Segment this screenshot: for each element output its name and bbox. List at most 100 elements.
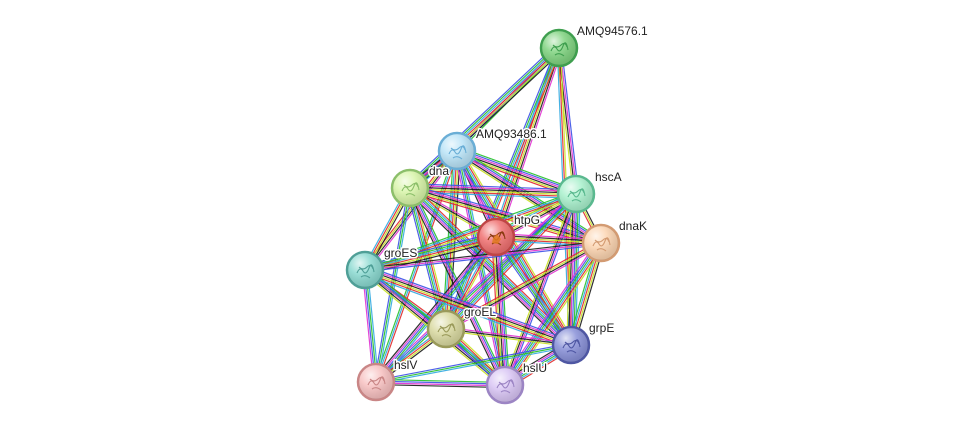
edge-evidence-line (364, 242, 602, 271)
node-hslV[interactable] (356, 362, 396, 402)
protein-structure-icon (496, 379, 515, 394)
edge-grpE-hslV (375, 342, 572, 385)
node-dnaK[interactable] (581, 223, 621, 263)
node-label: grpE (589, 321, 614, 335)
node-label-halo: dnaK (619, 219, 647, 233)
node-label-halo: dna (429, 164, 449, 178)
edge-evidence-line (502, 192, 575, 385)
nodes-layer (345, 28, 621, 405)
edge-evidence-line (557, 48, 576, 195)
protein-structure-icon (437, 323, 456, 338)
node-label: hslU (523, 361, 547, 375)
node-groES[interactable] (345, 250, 385, 290)
node-shine (559, 177, 593, 211)
edge-evidence-line (559, 47, 578, 194)
edge-evidence-line (445, 241, 601, 329)
node-grpE[interactable] (551, 325, 591, 365)
node-label-halo: AMQ93486.1 (476, 127, 547, 141)
node-label: dnaK (619, 219, 647, 233)
edge-evidence-line (410, 184, 577, 193)
node-label-halo: htpG (514, 213, 540, 227)
edge-evidence-line (455, 151, 505, 386)
edge-evidence-line (502, 241, 600, 384)
node-label-halo: groEL (464, 305, 496, 319)
edge-evidence-line (555, 48, 575, 195)
edge-evidence-line (446, 326, 572, 344)
node-shine (348, 253, 382, 287)
edge-evidence-line (493, 238, 570, 347)
edge-evidence-line (363, 191, 576, 269)
edge-dnaJ-hscA (409, 183, 577, 199)
node-shine (359, 365, 393, 399)
edge-evidence-line (376, 346, 572, 385)
node-shine (542, 31, 576, 65)
edge-dnaK-hslU (500, 240, 606, 388)
node-label-halo: hslV (394, 358, 417, 372)
node-label-halo: hslU (523, 361, 547, 375)
edge-evidence-line (410, 183, 577, 191)
protein-structure-icon (401, 182, 420, 197)
edge-evidence-line (409, 188, 576, 196)
node-shine (488, 368, 522, 402)
edge-evidence-line (363, 232, 496, 267)
edge-evidence-line (375, 342, 571, 381)
edge-evidence-line (376, 380, 506, 385)
edge-evidence-line (409, 187, 602, 244)
edge-evidence-line (458, 146, 578, 191)
edge-hscA-grpE (566, 193, 581, 346)
node-label: AMQ94576.1 (577, 24, 648, 38)
edge-evidence-line (375, 344, 572, 383)
edge-evidence-line (496, 236, 507, 385)
node-AMQ94576.1[interactable] (539, 28, 579, 68)
node-label: groES (384, 246, 417, 260)
node-shine (584, 226, 618, 260)
edge-evidence-line (496, 236, 573, 345)
edge-evidence-line (445, 328, 572, 346)
edge-evidence-line (494, 237, 505, 386)
node-dnaJ[interactable] (390, 168, 430, 208)
node-shine (554, 328, 588, 362)
edge-evidence-line (569, 193, 576, 345)
node-label: htpG (514, 213, 540, 227)
protein-structure-icon (367, 376, 386, 391)
edge-evidence-line (375, 236, 497, 383)
node-hslU[interactable] (485, 365, 525, 405)
edge-evidence-line (410, 185, 602, 242)
edge-evidence-line (376, 194, 578, 384)
node-label: hslV (394, 358, 417, 372)
edge-evidence-line (508, 245, 606, 388)
protein-structure-icon (448, 145, 467, 160)
node-shine (393, 171, 427, 205)
edge-evidence-line (497, 236, 509, 385)
edge-evidence-line (406, 190, 569, 349)
edge-evidence-line (364, 233, 496, 269)
protein-structure-icon (562, 339, 581, 354)
edge-evidence-line (365, 151, 459, 271)
edge-evidence-line (506, 244, 604, 387)
protein-structure-highlight (492, 234, 501, 244)
node-label-halo: groES (384, 246, 417, 260)
edge-evidence-line (497, 48, 562, 238)
edge-evidence-line (365, 267, 573, 344)
edge-evidence-line (505, 243, 603, 386)
edge-evidence-line (560, 47, 580, 194)
node-groEL[interactable] (426, 309, 466, 349)
edge-evidence-line (407, 189, 570, 348)
edge-evidence-line (366, 265, 573, 342)
edge-evidence-line (365, 268, 572, 345)
edge-evidence-line (365, 244, 602, 273)
node-label: dna (429, 164, 449, 178)
edge-hscA-hslV (374, 192, 578, 384)
edge-evidence-line (566, 193, 573, 345)
node-hscA[interactable] (556, 174, 596, 214)
node-AMQ93486.1[interactable] (437, 131, 477, 171)
node-htpG[interactable] (476, 217, 516, 257)
node-label: groEL (464, 305, 496, 319)
node-label-halo: AMQ94576.1 (577, 24, 648, 38)
node-label-halo: grpE (589, 321, 614, 335)
edge-evidence-line (498, 48, 563, 239)
edge-evidence-line (407, 45, 558, 187)
labels-layer: AMQ94576.1AMQ94576.1AMQ93486.1AMQ93486.1… (383, 23, 650, 377)
